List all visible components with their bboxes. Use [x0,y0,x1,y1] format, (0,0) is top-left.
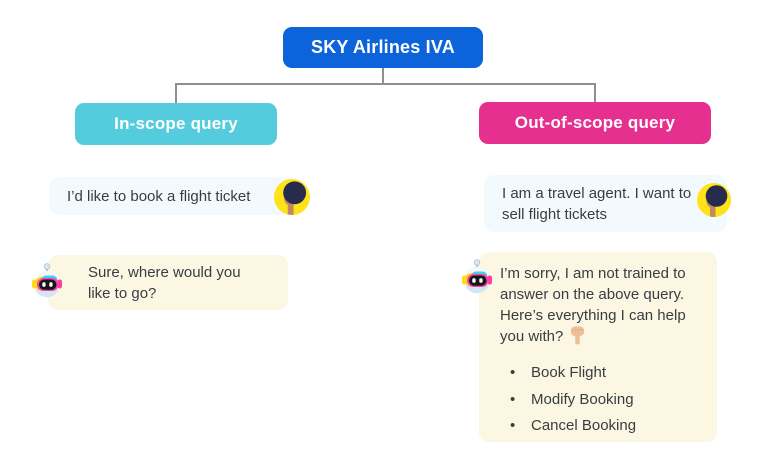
branch-node-in-scope: In-scope query [75,103,277,145]
out-of-scope-bot-message: I’m sorry, I am not trained to answer on… [500,265,686,345]
person-avatar-icon [274,179,310,215]
bot-option-item: • Modify Booking [510,387,705,414]
connector-left-drop [175,83,177,103]
out-of-scope-user-bubble: I am a travel agent. I want to sell flig… [484,175,727,232]
in-scope-user-message: I’d like to book a flight ticket [67,187,251,205]
in-scope-bot-message: Sure, where would you like to go? [88,264,241,302]
out-of-scope-bot-message-row: I’m sorry, I am not trained to answer on… [500,263,705,347]
robot-avatar-icon [462,259,492,294]
out-of-scope-label: Out-of-scope query [514,113,676,132]
out-of-scope-bot-bubble: I’m sorry, I am not trained to answer on… [479,252,717,442]
out-of-scope-user-message: I am a travel agent. I want to sell flig… [502,185,692,223]
bot-option-item: • Book Flight [510,360,705,387]
person-avatar-icon [697,183,731,217]
pointing-down-hand-icon [571,326,585,345]
in-scope-bot-bubble: Sure, where would you like to go? [48,255,288,310]
in-scope-user-bubble: I’d like to book a flight ticket [49,177,297,215]
root-node: SKY Airlines IVA [283,27,483,68]
bot-options-list: • Book Flight • Modify Booking • Cancel Boo… [500,360,705,440]
connector-horizontal [175,83,596,85]
connector-root-stub [382,68,384,84]
bot-option-label: Cancel Booking [531,417,637,435]
bullet-icon: • [510,417,516,435]
bullet-icon: • [510,390,516,408]
root-node-label: SKY Airlines IVA [311,37,455,57]
bot-option-item: • Cancel Booking [510,413,705,440]
robot-avatar-icon [32,263,62,298]
connector-right-drop [594,83,596,102]
bullet-icon: • [510,364,516,381]
in-scope-label: In-scope query [114,114,238,133]
bot-option-label: Modify Booking [531,390,634,408]
branch-node-out-of-scope: Out-of-scope query [479,102,711,144]
bot-option-label: Book Flight [531,364,607,381]
